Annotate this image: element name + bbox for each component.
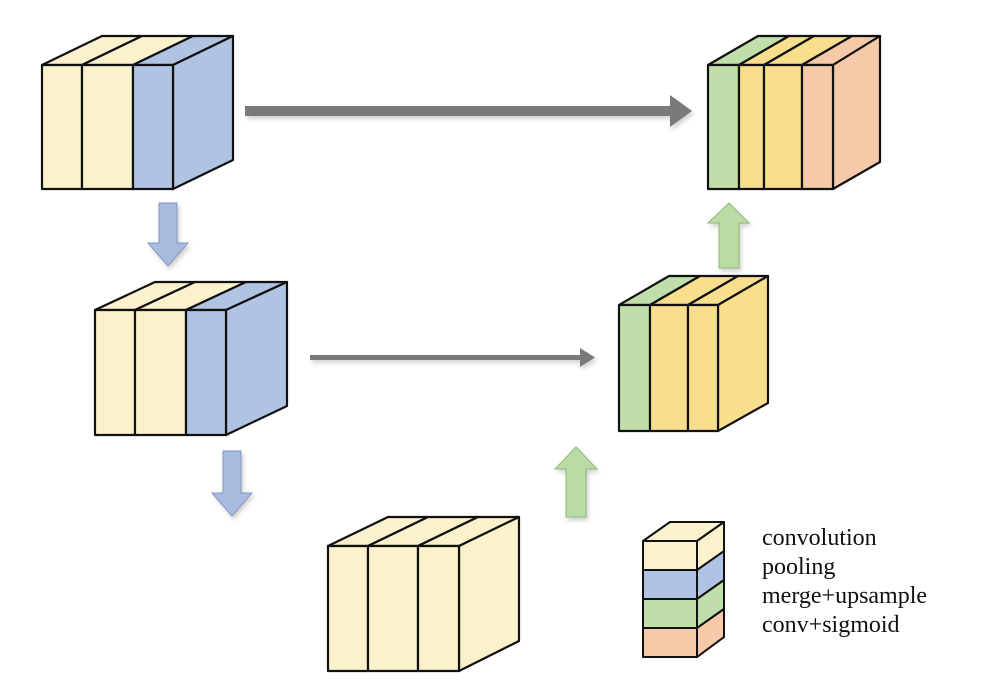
encoder-block-1 <box>40 34 235 191</box>
upsample-arrow-2 <box>706 202 751 269</box>
legend-label-conv-sigmoid: conv+sigmoid <box>762 612 900 638</box>
upsample-arrow-1 <box>553 446 599 518</box>
legend-label-merge-upsample: merge+upsample <box>762 583 928 609</box>
bottleneck-block <box>326 515 521 673</box>
legend-swatch-conv-sigmoid <box>642 627 698 658</box>
decoder-block-2 <box>617 274 770 433</box>
skip-connection-arrow-middle <box>310 348 595 367</box>
downsample-arrow-1 <box>146 202 190 267</box>
skip-connection-arrow-top <box>245 95 692 127</box>
decoder-block-1 <box>706 34 882 191</box>
encoder-block-2 <box>93 280 289 437</box>
legend-swatch-convolution <box>642 540 698 571</box>
legend-label-pooling: pooling <box>762 554 836 580</box>
legend-swatch-merge-upsample <box>642 598 698 629</box>
legend-label-convolution: convolution <box>762 525 877 551</box>
legend-cube <box>642 521 725 658</box>
legend-swatch-pooling <box>642 569 698 600</box>
downsample-arrow-2 <box>210 450 254 517</box>
